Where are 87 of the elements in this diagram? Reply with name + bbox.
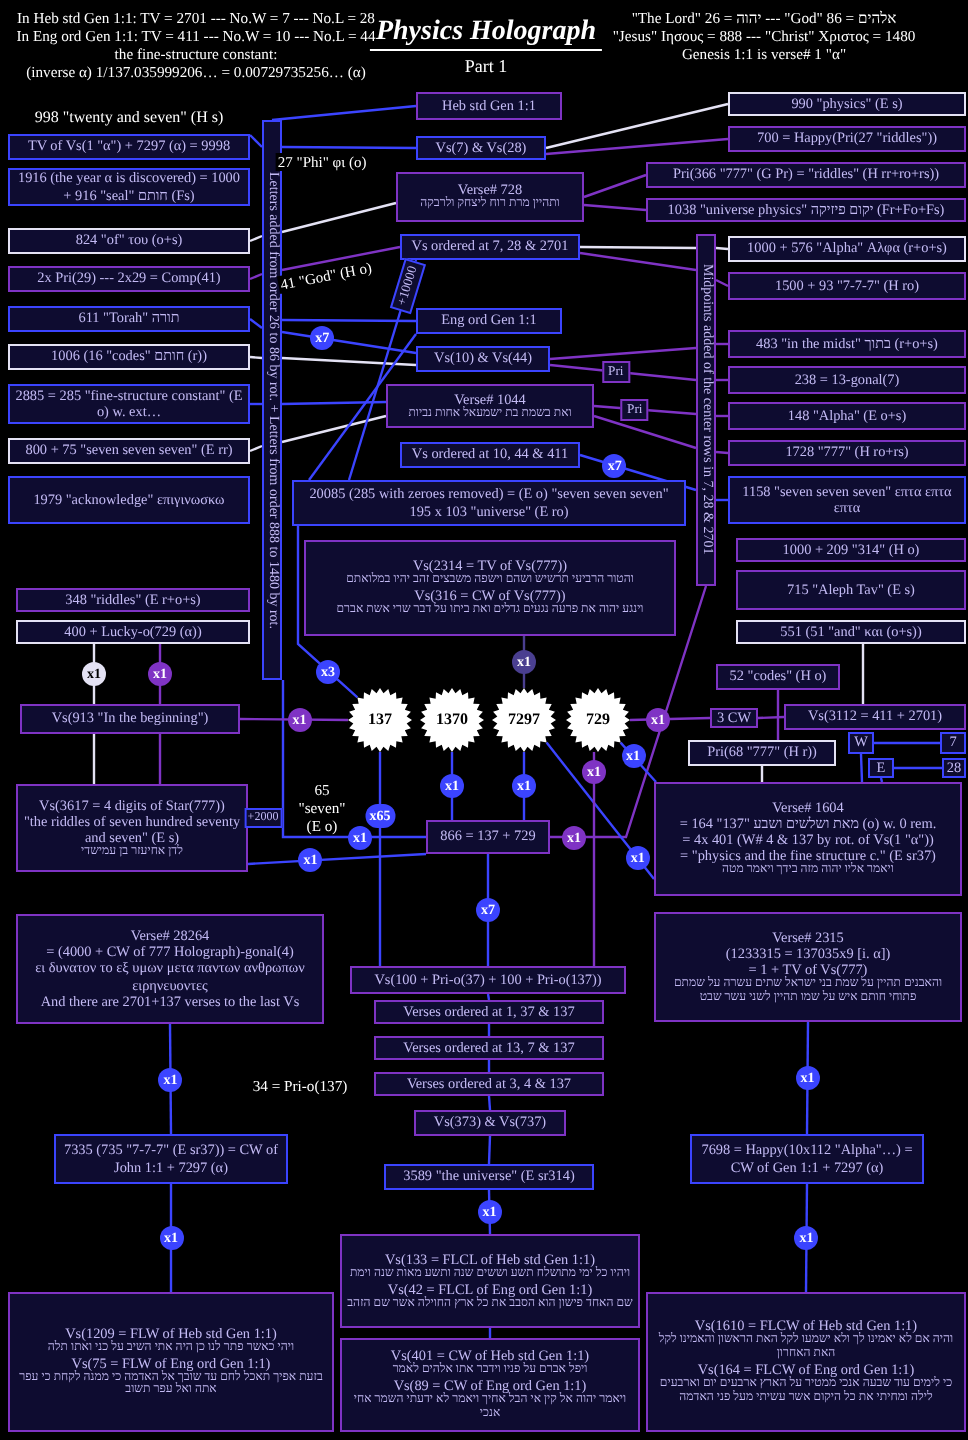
verse-box	[304, 540, 676, 636]
connector-line	[169, 1184, 173, 1292]
connector-line	[281, 356, 417, 367]
connector-line	[549, 346, 697, 361]
connector-line	[716, 378, 728, 382]
connector-line	[486, 993, 491, 1001]
connector-line	[545, 137, 729, 156]
connector-line	[715, 246, 729, 251]
connector-line	[894, 766, 942, 770]
connector-line	[545, 102, 729, 150]
connector-line	[249, 134, 263, 148]
connector-line	[776, 690, 780, 740]
connector-line	[716, 414, 728, 418]
connector-line	[282, 145, 416, 150]
connector-line	[859, 753, 864, 783]
connector-line	[805, 1022, 810, 1134]
connector-line	[757, 715, 785, 720]
connector-line	[760, 766, 764, 782]
connector-line	[580, 245, 696, 250]
connector-line	[593, 404, 697, 416]
connector-line	[240, 717, 348, 722]
verse-box	[16, 914, 324, 1024]
connector-line	[158, 734, 162, 784]
connector-line	[861, 644, 865, 704]
verse-box	[16, 784, 248, 872]
verse-box	[8, 1292, 334, 1432]
verse-box	[654, 912, 962, 1022]
connector-line	[583, 173, 647, 199]
connector-line	[879, 777, 884, 783]
connector-line	[716, 498, 728, 502]
connector-line	[715, 278, 729, 288]
connector-line	[249, 318, 263, 329]
connector-line	[487, 1024, 491, 1036]
verse-box	[340, 1234, 640, 1328]
connector-line	[247, 852, 427, 866]
connector-line	[281, 400, 387, 406]
connector-line	[715, 450, 729, 455]
connector-line	[487, 1135, 492, 1165]
connector-line	[522, 752, 526, 820]
connector-line	[281, 330, 417, 355]
connector-line	[281, 414, 387, 444]
starburst-badge: 1370	[420, 688, 484, 752]
connector-line	[308, 333, 417, 481]
connector-line	[378, 752, 382, 966]
connector-line	[488, 1328, 492, 1338]
verse-box	[654, 782, 962, 896]
connector-line	[249, 444, 263, 453]
connector-line	[249, 272, 263, 281]
connector-line	[583, 203, 647, 212]
connector-line	[450, 752, 454, 820]
connector-line	[271, 104, 417, 122]
connector-line	[92, 644, 96, 704]
verse-box	[340, 1338, 640, 1432]
connector-line	[592, 752, 596, 966]
connector-line	[250, 402, 262, 406]
connector-line	[579, 251, 697, 272]
connector-line	[593, 414, 697, 450]
connector-line	[158, 644, 162, 704]
connector-line	[282, 318, 416, 323]
connector-line	[874, 741, 940, 745]
verse-box	[386, 384, 594, 428]
connector-line	[296, 526, 359, 699]
connector-line	[281, 245, 401, 272]
starburst-badge: 7297	[492, 688, 556, 752]
connector-line	[92, 734, 96, 784]
connector-line	[619, 741, 657, 783]
verse-box	[396, 172, 584, 222]
connector-line	[522, 636, 526, 688]
connector-line	[804, 1184, 809, 1292]
connector-line	[487, 1060, 491, 1072]
connector-line	[487, 1189, 492, 1235]
subtitle: Part 1	[464, 56, 508, 76]
connector-line	[486, 854, 490, 966]
connector-line	[281, 680, 426, 839]
starburst-badge: 729	[566, 688, 630, 752]
connector-line	[249, 234, 263, 243]
connector-line	[487, 1095, 492, 1111]
connector-line	[281, 201, 397, 234]
connector-line	[168, 1024, 173, 1134]
box-heading: 998 "twenty and seven" (H s)	[32, 110, 226, 130]
connector-line	[249, 355, 263, 360]
connector-line	[716, 342, 728, 346]
connector-line	[549, 363, 697, 382]
connector-line	[550, 585, 708, 839]
starburst-badge: 137	[348, 688, 412, 752]
verse-box	[646, 1292, 966, 1432]
connector-line	[545, 741, 655, 880]
